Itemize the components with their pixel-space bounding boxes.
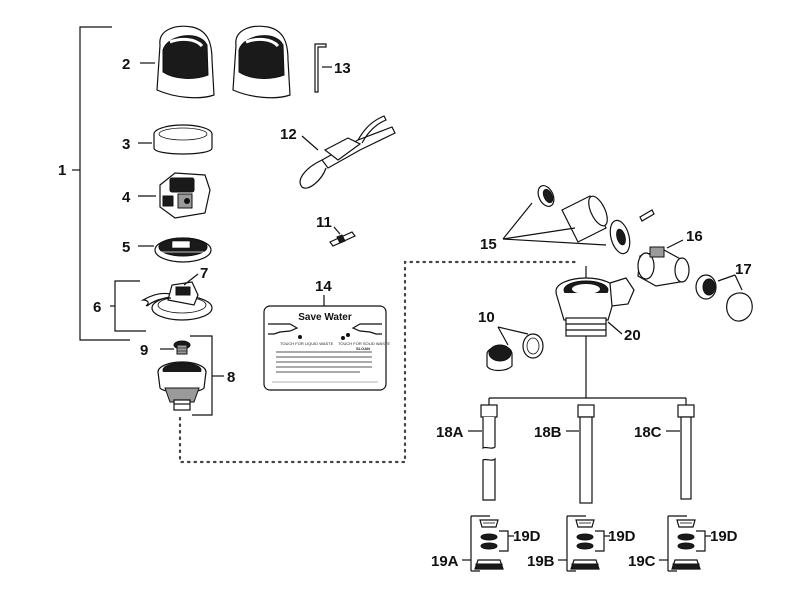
sign-brand: SLOAN [356,346,370,351]
tube-parts-15 [537,185,655,255]
bracket-6 [110,280,146,332]
callout-17: 17 [735,261,752,278]
callout-20: 20 [624,327,641,344]
disc-part-5 [154,237,212,263]
callout-6: 6 [93,299,101,316]
ring-part-3 [153,124,213,155]
valve-body-part-20 [555,266,635,337]
valve-base-part-8 [157,361,207,411]
callout-13: 13 [334,60,351,77]
bracket-1 [72,26,130,341]
hand-left-icon [268,323,302,339]
callout-19C: 19C [628,553,656,570]
callout-7: 7 [200,265,208,282]
kit-part-19B [566,515,605,572]
wrench-part-12 [299,115,396,189]
kit-part-19A [470,515,509,572]
cap-part-17 [695,274,753,322]
callout-4: 4 [122,189,131,206]
callout-19B: 19B [527,553,555,570]
callout-15: 15 [480,236,497,253]
hex-key-part-13 [314,43,327,93]
tube-connector-lines [488,336,687,405]
callout-18C: 18C [634,424,662,441]
callout-10: 10 [478,309,495,326]
callout-16: 16 [686,228,703,245]
hand-right-icon [341,323,382,340]
cover-part-2 [156,25,291,99]
callout-19D-c: 19D [710,528,738,545]
callout-5: 5 [122,239,130,256]
save-water-sign-part-14: Save Water TOUCH FOR LIQUID WASTE TOUCH … [263,305,390,391]
callout-8: 8 [227,369,235,386]
tube-part-18A [480,404,498,501]
pin-part-11 [329,231,356,247]
callout-2: 2 [122,56,130,73]
callout-14: 14 [315,278,332,295]
sign-fine-print [272,351,378,383]
tube-part-18B [577,404,595,504]
callout-19A: 19A [431,553,459,570]
callout-19D-a: 19D [513,528,541,545]
sign-right-caption: TOUCH FOR SOLID WASTE [338,341,390,346]
tube-part-18C [677,404,695,500]
callout-3: 3 [122,136,130,153]
callout-18A: 18A [436,424,464,441]
cap-part-10 [486,333,544,372]
kit-part-19C [667,515,706,572]
callout-12: 12 [280,126,297,143]
callout-9: 9 [140,342,148,359]
module-part-4 [159,172,211,219]
callout-11: 11 [316,214,332,231]
sign-left-caption: TOUCH FOR LIQUID WASTE [280,341,334,346]
sign-title: Save Water [298,312,352,323]
screw-part-9 [173,340,191,355]
callout-18B: 18B [534,424,562,441]
dotted-connector [178,260,580,464]
callout-1: 1 [58,162,66,179]
fitting-part-16 [637,246,690,287]
callout-19D-b: 19D [608,528,636,545]
solenoid-part-6 [140,281,213,321]
